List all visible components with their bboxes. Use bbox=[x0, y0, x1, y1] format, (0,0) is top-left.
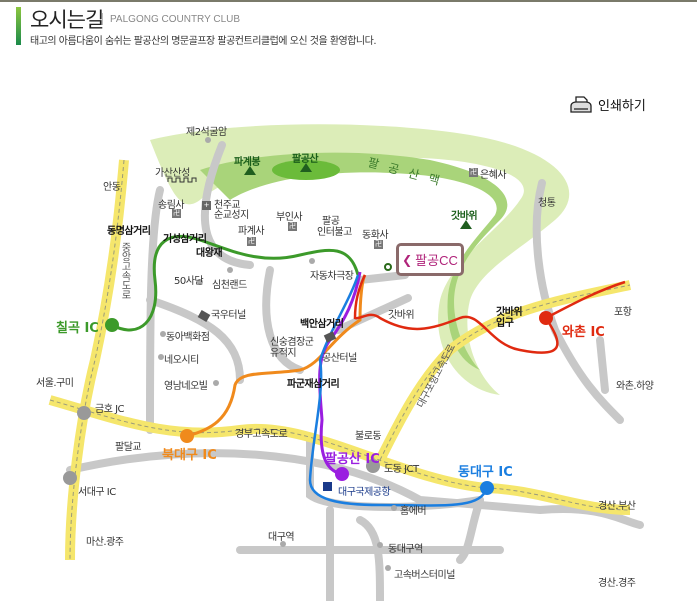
label-express-bus: 고속버스터미널 bbox=[394, 570, 455, 581]
label-wachon-ic: 와촌 IC bbox=[562, 325, 605, 340]
temple-icon: 卍 bbox=[288, 222, 297, 231]
label-pohang: 포항 bbox=[614, 307, 632, 318]
church-icon: + bbox=[202, 201, 211, 210]
label-sinsung-1: 신숭겸장군 bbox=[270, 337, 314, 348]
label-paldal: 팔달교 bbox=[115, 442, 142, 453]
label-donghwasa: 동화사 bbox=[362, 230, 389, 241]
label-peak-gatbawi: 갓바위 bbox=[451, 211, 478, 222]
label-geumho-jc: 금호 JC bbox=[95, 404, 125, 415]
temple-icon: 卍 bbox=[469, 168, 478, 177]
label-peak-pagyebong: 파계봉 bbox=[234, 157, 261, 168]
label-gatbawi-entrance-1: 갓바위 bbox=[496, 307, 523, 318]
dongdaegu-ic-node bbox=[480, 481, 494, 495]
label-daewangjae: 대왕재 bbox=[196, 248, 223, 259]
label-airport: 대구국제공항 bbox=[338, 487, 391, 498]
label-andong: 안동 bbox=[103, 182, 121, 193]
label-chilgok-ic: 칠곡 IC bbox=[56, 321, 99, 336]
label-eunhyesa: 은혜사 bbox=[480, 170, 507, 181]
label-gyeongbu: 경부고속도로 bbox=[235, 429, 288, 440]
temple-icon: 卍 bbox=[374, 240, 383, 249]
printer-icon bbox=[570, 95, 592, 113]
route-green bbox=[111, 234, 360, 332]
label-interbulgo-1: 팔공 bbox=[322, 216, 340, 227]
label-dongadept: 동아백화점 bbox=[166, 332, 210, 343]
print-button[interactable]: 인쇄하기 bbox=[570, 95, 646, 114]
label-baekan: 백안삼거리 bbox=[300, 319, 344, 330]
route-orange bbox=[186, 274, 367, 438]
route-purple bbox=[318, 271, 362, 476]
label-50sadan: 50사단 bbox=[174, 276, 204, 287]
wachon-ic-node bbox=[539, 311, 553, 325]
gukwoo-tunnel-icon bbox=[197, 310, 211, 322]
label-bukdaegu-ic: 북대구 IC bbox=[162, 448, 217, 463]
print-label: 인쇄하기 bbox=[598, 99, 646, 114]
label-catholic-2: 순교성지 bbox=[214, 210, 249, 221]
palgong-cc-destination[interactable]: ❮ 팔공CC bbox=[396, 243, 464, 276]
seodaegu-ic-node bbox=[63, 471, 77, 485]
temple-icon: 卍 bbox=[247, 237, 256, 246]
gongsan-tunnel-icon bbox=[323, 331, 337, 343]
jungang-expressway bbox=[65, 159, 129, 561]
label-sinsung-2: 유적지 bbox=[270, 348, 297, 359]
label-interbulgo-2: 인터불고 bbox=[317, 227, 352, 238]
route-red bbox=[353, 274, 626, 354]
label-bullodong: 불로동 bbox=[355, 431, 382, 442]
chilgok-ic-node bbox=[105, 318, 119, 332]
label-peak-palgongsan: 팔공산 bbox=[292, 154, 319, 165]
title-separator bbox=[102, 13, 103, 25]
label-guktunnel: 국우터널 bbox=[211, 310, 246, 321]
label-neocity: 네오시티 bbox=[164, 355, 199, 366]
mountain-range-outer bbox=[150, 124, 570, 396]
palgongsan-ic-node bbox=[335, 467, 349, 481]
palgong-cc-marker bbox=[384, 263, 392, 271]
label-dongdaegu-station: 동대구역 bbox=[388, 544, 423, 555]
label-dodong-jct: 도동 JCT bbox=[384, 464, 419, 475]
gatbawi-peak-icon bbox=[460, 220, 472, 229]
label-gongsan-tunnel: 공산터널 bbox=[322, 353, 357, 364]
label-buinsa: 부인사 bbox=[276, 212, 303, 223]
pagyebong-peak-icon bbox=[244, 166, 256, 175]
label-masan-gwangju: 마산.광주 bbox=[86, 537, 124, 548]
label-daegu-station: 대구역 bbox=[268, 532, 295, 543]
title-accent-bar bbox=[16, 7, 21, 45]
page-title: 오시는길 bbox=[30, 8, 104, 32]
label-gatbawi-entrance-2: 입구 bbox=[496, 318, 514, 329]
label-gasansanseong: 가산산성 bbox=[155, 168, 190, 179]
label-yeongnam: 영남네오빌 bbox=[164, 381, 208, 392]
label-palgongsan-ic: 팔공산 IC bbox=[325, 452, 380, 467]
palgongsan-peak-icon bbox=[300, 163, 312, 172]
page-title-english: PALGONG COUNTRY CLUB bbox=[110, 14, 241, 25]
label-simcheon: 심천랜드 bbox=[212, 280, 247, 291]
label-songnimsa: 송림사 bbox=[158, 200, 185, 211]
label-seoul-gumi: 서울.구미 bbox=[36, 378, 74, 389]
bukdaegu-ic-node bbox=[180, 429, 194, 443]
page-subtitle: 태고의 아름다움이 숨쉬는 팔공산의 명문골프장 팔공컨트리클럽에 오신 것을 … bbox=[30, 36, 377, 47]
label-dongmyeong: 동명삼거리 bbox=[107, 226, 151, 237]
top-border bbox=[0, 0, 697, 2]
dodong-jct-node bbox=[366, 459, 380, 473]
label-seodaegu-ic: 서대구 IC bbox=[78, 487, 116, 498]
airport-icon bbox=[323, 482, 332, 491]
label-dongdaegu-ic: 동대구 IC bbox=[458, 465, 513, 480]
label-catholic-1: 천주교 bbox=[214, 200, 241, 211]
label-wachon-hayang: 와촌.하양 bbox=[616, 381, 654, 392]
label-pagyesa: 파계사 bbox=[238, 226, 265, 237]
label-gatbawi: 갓바위 bbox=[388, 310, 415, 321]
mountain-range-inner bbox=[200, 152, 508, 370]
label-homever: 홈에버 bbox=[400, 506, 427, 517]
label-giseong: 기성삼거리 bbox=[163, 234, 207, 245]
label-gyeongsan-gyeongju: 경산.경주 bbox=[598, 578, 636, 589]
palgong-cc-label: 팔공CC bbox=[415, 253, 458, 268]
fortress-icon bbox=[167, 177, 197, 183]
palgong-cc-logo-icon: ❮ bbox=[402, 252, 413, 267]
label-cheongtong: 청통 bbox=[538, 198, 556, 209]
label-pagunjae: 파군재삼거리 bbox=[287, 379, 340, 390]
label-autodrome: 자동차극장 bbox=[310, 271, 354, 282]
label-seokguram: 제2석굴암 bbox=[186, 127, 227, 138]
geumho-jc-node bbox=[77, 406, 91, 420]
label-gyeongsan-busan: 경산.부산 bbox=[598, 501, 636, 512]
label-jungang-expressway: 중앙고속도로 bbox=[119, 242, 130, 299]
temple-icon: 卍 bbox=[172, 209, 181, 218]
